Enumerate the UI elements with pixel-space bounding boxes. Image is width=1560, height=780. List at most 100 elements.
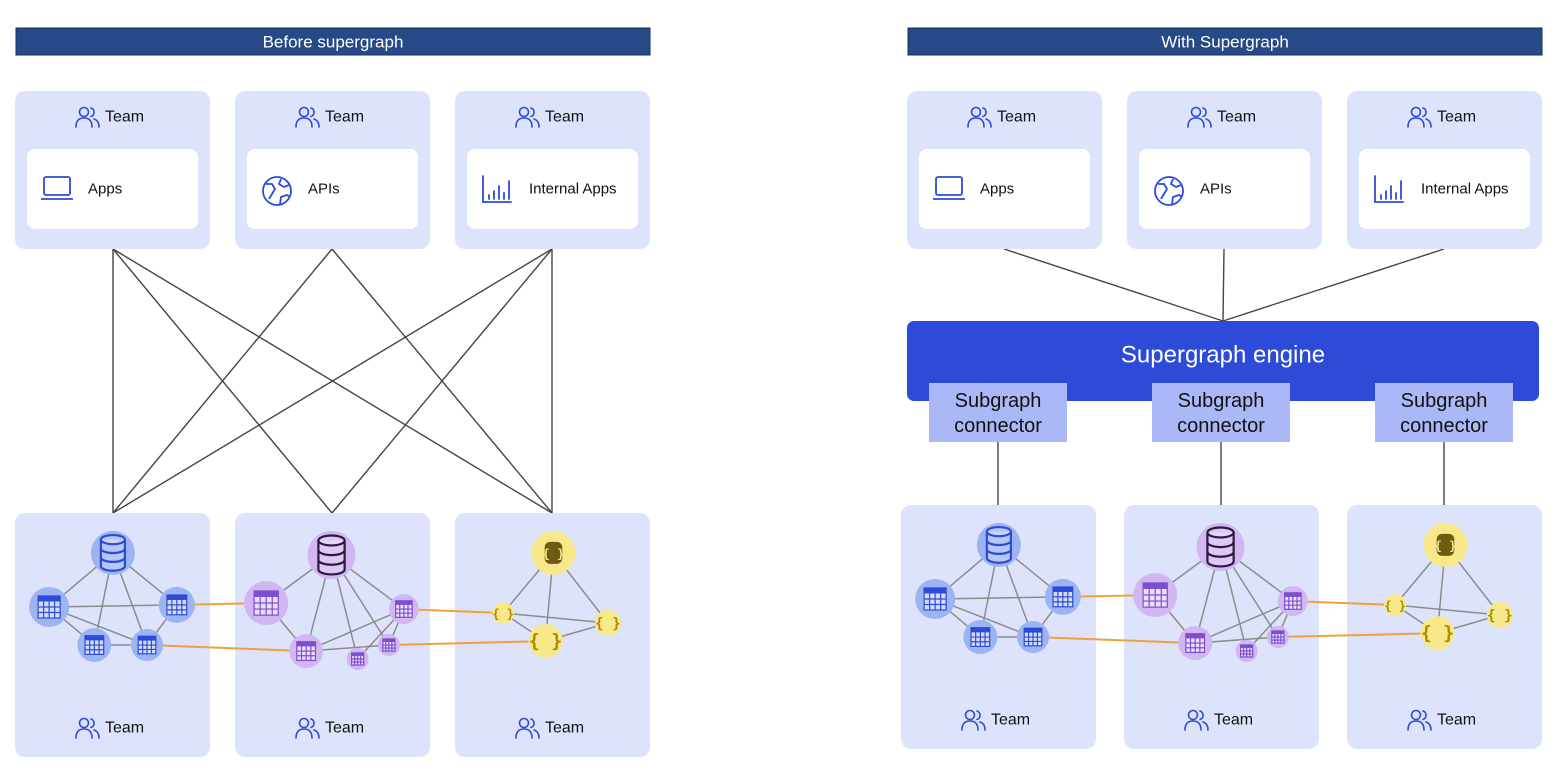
laptop-screen [43, 176, 71, 196]
team-icon-body [295, 728, 313, 739]
team-label: Team [1437, 109, 1476, 126]
team-label: Team [325, 109, 364, 126]
team-icon [75, 106, 100, 128]
table-icon [923, 587, 947, 611]
team-icon-head [518, 717, 530, 729]
json-store-icon-braces: { } [543, 547, 565, 561]
globe-continent-right [1171, 194, 1183, 205]
team-label: Team [545, 720, 584, 737]
team-icon-body [75, 728, 93, 739]
bar-chart-axes [482, 175, 512, 203]
team-icon-head-back [982, 107, 987, 118]
table-icon [166, 594, 188, 616]
right-source-team-1 [901, 505, 1096, 749]
team-icon-head-back [530, 107, 535, 118]
subgraph-connector-label-line2: connector [1177, 415, 1265, 437]
table-icon [1271, 630, 1285, 644]
braces-icon: { } [1487, 608, 1513, 624]
laptop-icon [933, 176, 965, 200]
left-banner-title: Before supergraph [263, 33, 404, 52]
globe-continent-left [266, 183, 276, 200]
json-store-icon: { } [1435, 533, 1456, 556]
team-icon-body [515, 728, 533, 739]
database-icon-top [317, 534, 346, 547]
right-consumer-card-3 [1359, 149, 1530, 229]
card-label: APIs [308, 181, 340, 198]
team-icon [515, 106, 540, 128]
team-icon-body [961, 720, 979, 731]
table-icon [351, 652, 365, 666]
team-icon-body-back [533, 118, 540, 128]
table-icon [37, 595, 61, 619]
graph-edge [1395, 604, 1500, 616]
braces-icon: { } [595, 616, 621, 632]
team-icon [1187, 106, 1212, 128]
team-icon [295, 717, 320, 739]
team-icon-head-back [1422, 107, 1427, 118]
team-icon-body [295, 117, 313, 128]
globe-outline [1154, 176, 1184, 206]
cross-link [1277, 632, 1438, 639]
team-icon-head-back [310, 107, 315, 118]
database-icon-body [985, 531, 1013, 564]
bar-chart-icon [1374, 175, 1404, 203]
left-point-to-point-links [112, 248, 553, 514]
table-icon [970, 627, 991, 647]
left-consumer-card-2 [247, 149, 418, 229]
team-icon-head [78, 106, 90, 118]
team-label: Team [1214, 712, 1253, 729]
table-icon [253, 590, 279, 616]
right-source-3-node-2 [1384, 594, 1407, 617]
braces-icon: { } [1421, 624, 1455, 645]
card-label: Apps [88, 181, 122, 198]
table-icon [296, 641, 317, 662]
team-label: Team [325, 720, 364, 737]
database-icon [99, 533, 127, 572]
team-label: Team [1217, 109, 1256, 126]
team-icon-head-back [1422, 710, 1427, 721]
left-source-3-node-2 [492, 602, 515, 625]
team-icon [295, 106, 320, 128]
right-source-1-graph [915, 522, 1081, 655]
team-icon-head-back [90, 107, 95, 118]
database-icon-ring-2 [99, 557, 127, 563]
table-icon [382, 638, 396, 652]
team-icon-head [1187, 709, 1199, 721]
app-to-engine-link [1003, 248, 1224, 322]
database-icon-ring-1 [99, 548, 127, 555]
team-icon-body-back [1425, 721, 1432, 731]
team-icon-head [1410, 106, 1422, 118]
table-icon [1240, 644, 1254, 658]
team-icon-head [1190, 106, 1202, 118]
team-icon [1184, 709, 1209, 731]
table-icon [1185, 633, 1206, 654]
globe-continent-left [1158, 183, 1168, 200]
team-icon-head-back [310, 718, 315, 729]
database-icon-body [99, 539, 127, 572]
subgraph-connector-label-line1: Subgraph [1401, 390, 1488, 412]
app-to-source-link [331, 248, 553, 514]
graph-edge [49, 604, 177, 608]
right-banner [907, 27, 1543, 56]
team-icon-head-back [1199, 710, 1204, 721]
json-store-icon-can [544, 541, 563, 564]
card-label: APIs [1200, 181, 1232, 198]
json-store-icon: { } [543, 541, 565, 564]
team-icon-head [518, 106, 530, 118]
team-icon-head [78, 717, 90, 729]
table-icon [137, 635, 157, 655]
left-banner [15, 27, 651, 56]
team-icon-body [75, 117, 93, 128]
left-consumer-card-1 [27, 149, 198, 229]
team-icon-body-back [93, 118, 100, 128]
right-banner-title: With Supergraph [1161, 33, 1289, 52]
team-icon-head-back [976, 710, 981, 721]
subgraph-connector-1 [929, 383, 1067, 442]
right-engine-links [997, 248, 1445, 505]
team-icon [961, 709, 986, 731]
team-icon [515, 717, 540, 739]
right-source-3-graph: { }{ }{ }{ } [1384, 522, 1513, 651]
card-label: Internal Apps [1421, 181, 1509, 198]
team-icon-body-back [1202, 721, 1209, 731]
